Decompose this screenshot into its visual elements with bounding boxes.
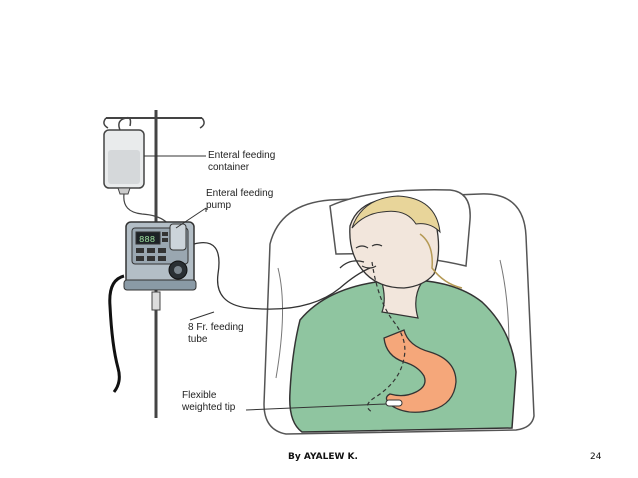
pump-display-readout: 888: [139, 235, 155, 245]
feeding-tube-external: [193, 242, 371, 310]
feeding-container: [103, 116, 175, 239]
power-cord: [108, 274, 125, 393]
nasal-tube-loop: [339, 260, 365, 269]
label-enteral-feeding-pump: Enteral feeding pump: [206, 188, 274, 211]
label-flexible-weighted-tip: Flexible weighted tip: [182, 390, 236, 413]
feeding-tube-internal: [366, 261, 406, 413]
leader-lines: [144, 155, 387, 411]
label-enteral-feeding-container: Enteral feeding container: [208, 150, 276, 173]
label-feeding-tube: 8 Fr. feeding tube: [188, 322, 244, 345]
page-number: 24: [590, 452, 602, 462]
weighted-tip: [385, 399, 403, 407]
footer-author: By AYALEW K.: [288, 452, 358, 462]
feeding-pump: [123, 221, 197, 291]
stomach-illustration: [383, 329, 457, 413]
